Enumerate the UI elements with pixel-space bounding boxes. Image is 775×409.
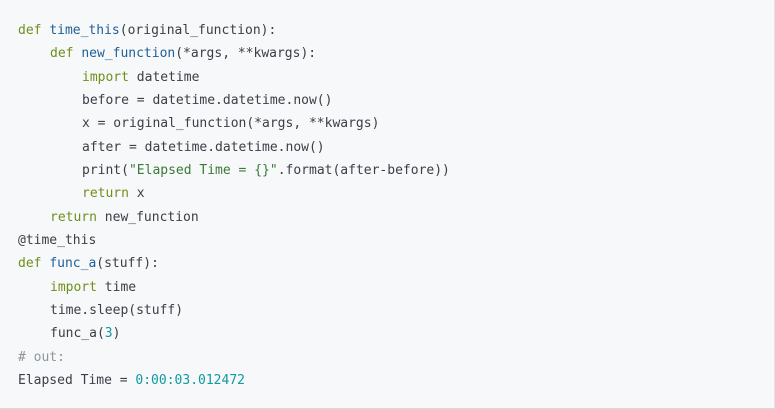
keyword-def: def [18,23,42,38]
code-text: new_function [96,209,199,225]
keyword-return: return [50,209,97,225]
code-text: print( [82,163,129,179]
keyword-def: def [50,46,74,62]
code-text: (original_function): [119,23,277,38]
output-value: 0:00:03.012472 [135,373,245,389]
function-name: func_a [49,256,97,272]
code-line-10: @time_this [18,229,774,252]
code-text: ) [112,326,121,342]
string-literal: "Elapsed Time = {}" [128,163,278,179]
code-text: time.sleep(stuff) [50,303,184,319]
number-literal: 3 [104,326,113,342]
code-line-13: time.sleep(stuff) [18,299,774,322]
code-line-14: func_a(3) [18,322,774,345]
code-text: x [128,186,145,202]
code-line-12: import time [18,276,774,299]
code-line-2: def new_function(*args, **kwargs): [18,42,774,65]
code-line-1: def time_this(original_function): [18,19,774,42]
code-line-7: print("Elapsed Time = {}".format(after-b… [18,159,774,182]
code-line-16: Elapsed Time = 0:00:03.012472 [18,369,774,392]
decorator: @time_this [18,233,97,249]
code-text: func_a( [50,326,105,342]
code-text: (*args, **kwargs): [175,46,317,62]
keyword-import: import [50,279,97,295]
code-line-3: import datetime [18,66,774,89]
keyword-import: import [82,69,129,85]
code-text: x = original_function(*args, **kwargs) [82,116,380,132]
output-text: Elapsed Time = [18,373,136,389]
code-text: (stuff): [96,256,159,272]
comment: # out: [18,349,65,365]
code-text: before = datetime.datetime.now() [82,93,333,109]
code-text: datetime [128,69,200,85]
code-line-4: before = datetime.datetime.now() [18,89,774,112]
function-name: new_function [81,46,176,62]
code-line-5: x = original_function(*args, **kwargs) [18,112,774,135]
code-line-11: def func_a(stuff): [18,252,774,275]
function-name: time_this [49,23,120,38]
code-text: after = datetime.datetime.now() [82,139,325,155]
code-line-8: return x [18,182,774,205]
keyword-return: return [82,186,129,202]
code-line-15: # out: [18,346,774,369]
code-line-6: after = datetime.datetime.now() [18,136,774,159]
code-text: time [96,279,137,295]
code-line-9: return new_function [18,206,774,229]
code-text: .format(after-before)) [277,163,450,179]
keyword-def: def [18,256,42,272]
